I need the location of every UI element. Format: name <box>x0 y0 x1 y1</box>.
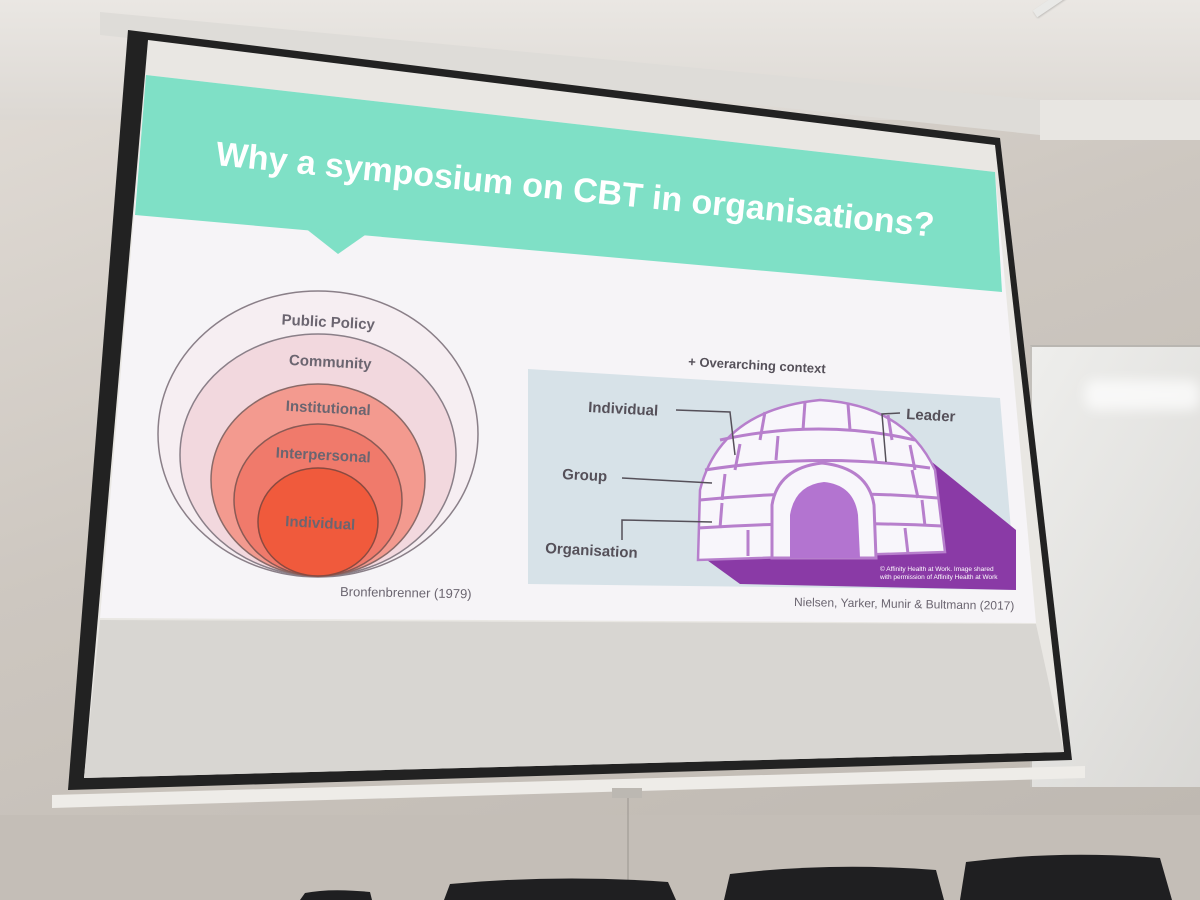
igloo-label-organisation: Organisation <box>545 540 638 562</box>
chair-back-3 <box>724 866 944 900</box>
leader-line-individual <box>675 409 736 456</box>
igloo-label-individual: Individual <box>588 399 659 420</box>
title-notch <box>305 228 368 254</box>
screen-lower-area <box>84 620 1064 778</box>
leader-line-organisation <box>621 519 713 540</box>
ring-label-public-policy: Public Policy <box>281 312 376 334</box>
leader-line-leader <box>881 412 901 463</box>
ring-label-interpersonal: Interpersonal <box>275 445 371 467</box>
chair-back-4 <box>960 854 1172 900</box>
title-band <box>135 75 1002 292</box>
whiteboard-glare <box>1085 380 1200 410</box>
ring-label-community: Community <box>289 352 373 373</box>
igloo-doorway <box>790 482 860 558</box>
right-citation: Nielsen, Yarker, Munir & Bultmann (2017) <box>794 595 1015 613</box>
ecological-rings-diagram: Public Policy Community Institutional In… <box>157 290 479 601</box>
igloo-label-leader: Leader <box>906 406 956 426</box>
leader-line-group <box>621 477 713 484</box>
chair-row <box>300 854 1172 900</box>
chair-back-1 <box>300 890 372 900</box>
copyright-line-1: © Affinity Health at Work. Image shared <box>880 565 994 573</box>
ring-individual <box>257 467 379 577</box>
igloo-label-group: Group <box>562 466 608 485</box>
pull-handle <box>612 788 642 798</box>
screen-bottom-bar <box>52 766 1085 808</box>
overarching-context-heading: + Overarching context <box>688 354 827 376</box>
ring-label-individual: Individual <box>285 513 356 534</box>
screen-housing <box>100 12 1040 135</box>
igloo-diagram: + Overarching context <box>528 354 1016 613</box>
chair-back-2 <box>444 878 676 900</box>
ring-label-institutional: Institutional <box>285 398 371 419</box>
housing-end <box>1040 100 1200 140</box>
left-citation: Bronfenbrenner (1979) <box>340 584 472 601</box>
copyright-line-2: with permission of Affinity Health at Wo… <box>879 574 998 581</box>
